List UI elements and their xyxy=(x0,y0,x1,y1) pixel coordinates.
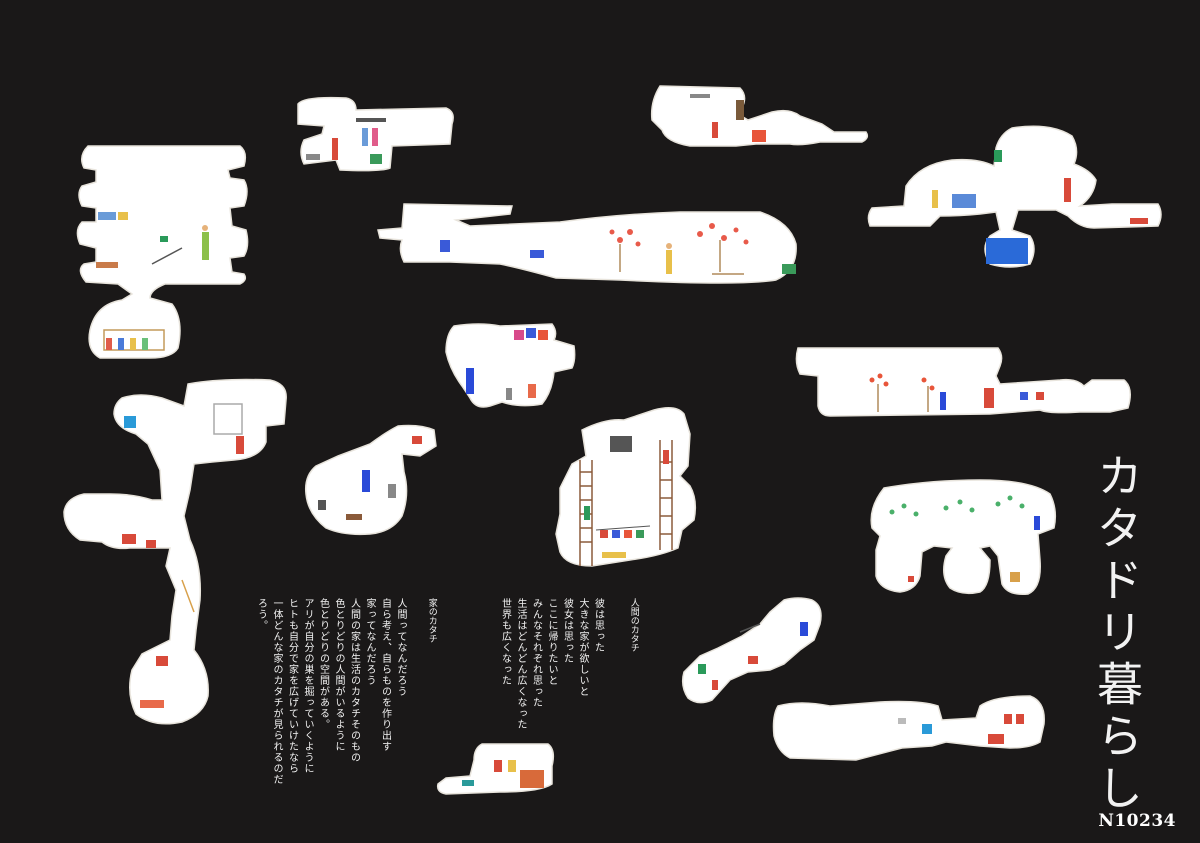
cave-right-arched xyxy=(870,479,1057,596)
section-body-house-shape: 人間ってなんだろう 自ら考え、自らものを作り出す 家ってなんだろう 人間の家は生… xyxy=(255,598,407,785)
cave-bottom-right xyxy=(772,695,1045,761)
section-heading-human-shape: 人間のカタチ xyxy=(628,598,639,652)
poster-title: カタドリ暮らし xyxy=(1090,452,1144,816)
cave-diagonal xyxy=(304,424,437,536)
cave-ladder xyxy=(555,407,697,567)
section-body-human-shape: 彼は思った 大きな家が欲しいと 彼女は思った ここに帰りたいと みんなそれぞれ思… xyxy=(499,598,604,730)
cave-left-winding xyxy=(63,378,287,725)
section-heading-house-shape: 家のカタチ xyxy=(426,598,437,643)
interior-details xyxy=(96,94,1148,788)
cave-right-middle xyxy=(795,347,1131,417)
cave-long-horizontal xyxy=(377,203,797,284)
cave-left-tall xyxy=(76,145,249,359)
cave-small-diagonal xyxy=(681,597,822,704)
entry-code: N10234 xyxy=(1098,811,1176,831)
cave-middle-small xyxy=(445,323,576,408)
cave-top-right xyxy=(867,125,1162,268)
